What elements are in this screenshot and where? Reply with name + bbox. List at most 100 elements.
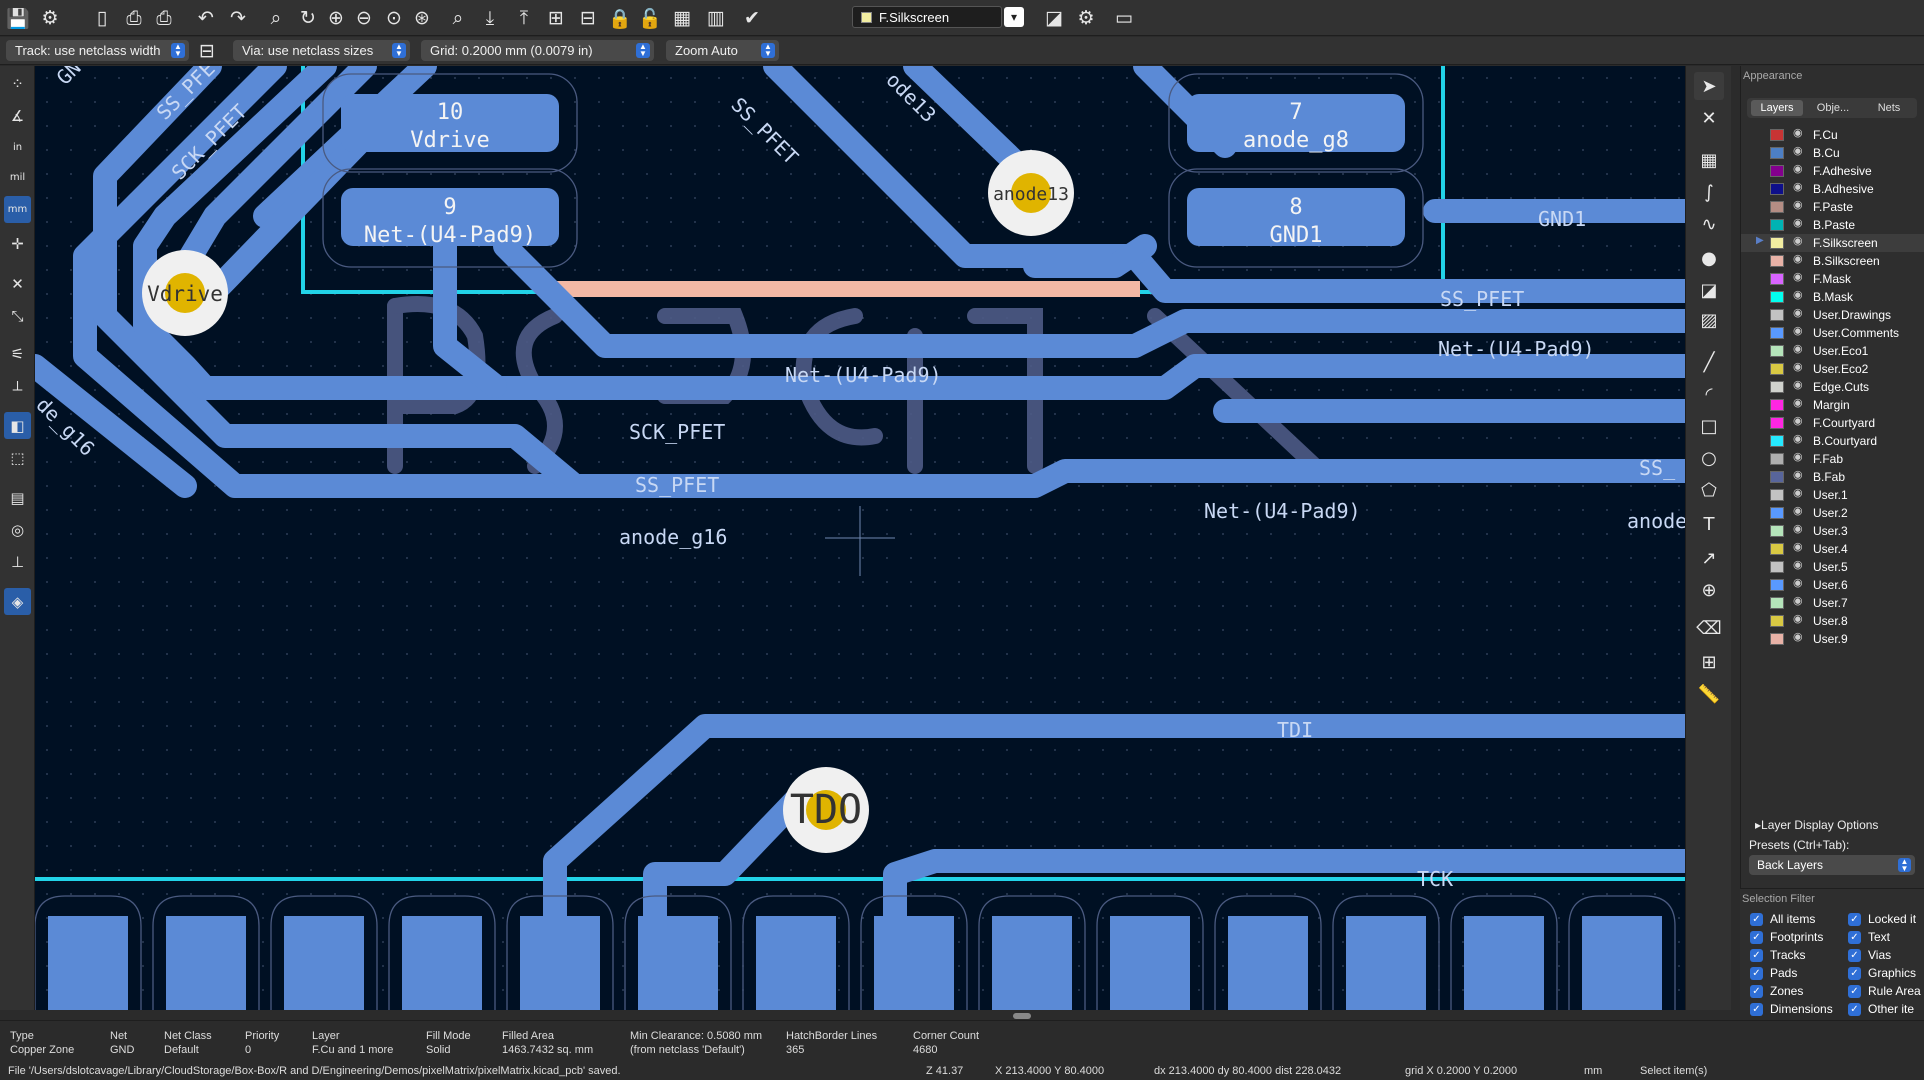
active-layer-select[interactable]: F.Silkscreen	[852, 6, 1002, 28]
delete-tool-icon[interactable]: ⌫	[1696, 617, 1722, 639]
plot-icon[interactable]: ⎙	[156, 7, 172, 29]
via-anode13[interactable]	[988, 150, 1074, 236]
checkbox-checked-icon[interactable]: ✓	[1848, 985, 1861, 998]
checkbox-checked-icon[interactable]: ✓	[1750, 931, 1763, 944]
visibility-eye-icon[interactable]: ◉	[1793, 630, 1803, 643]
presets-select[interactable]: Back Layers ▲▼	[1749, 855, 1915, 875]
track-width-lock-icon[interactable]: ⊟	[199, 40, 215, 62]
visibility-eye-icon[interactable]: ◉	[1793, 270, 1803, 283]
visibility-eye-icon[interactable]: ◉	[1793, 522, 1803, 535]
undo-icon[interactable]: ↶	[198, 7, 214, 29]
visibility-eye-icon[interactable]: ◉	[1793, 360, 1803, 373]
visibility-eye-icon[interactable]: ◉	[1793, 324, 1803, 337]
layer-color-swatch[interactable]	[1770, 147, 1784, 159]
checkbox-checked-icon[interactable]: ✓	[1848, 1003, 1861, 1016]
filter-checkbox[interactable]: ✓Locked it	[1848, 911, 1924, 928]
visibility-eye-icon[interactable]: ◉	[1793, 576, 1803, 589]
save-icon[interactable]: 💾	[6, 7, 30, 30]
layer-color-swatch[interactable]	[1770, 345, 1784, 357]
filter-checkbox[interactable]: ✓Pads	[1750, 965, 1842, 982]
visibility-eye-icon[interactable]: ◉	[1793, 342, 1803, 355]
via-size-select[interactable]: Via: use netclass sizes ▲▼	[233, 40, 410, 61]
layer-row[interactable]: ◉User.2	[1741, 504, 1924, 522]
set-origin-icon[interactable]: ⊞	[1701, 651, 1717, 673]
unlock-icon[interactable]: 🔓	[638, 7, 662, 30]
visibility-eye-icon[interactable]: ◉	[1793, 396, 1803, 409]
pad-outline-icon[interactable]: ▤	[10, 488, 25, 507]
lock-icon[interactable]: 🔒	[608, 7, 632, 30]
layer-color-swatch[interactable]	[1770, 633, 1784, 645]
layer-row[interactable]: ◉B.Paste	[1741, 216, 1924, 234]
via-vdrive[interactable]	[142, 250, 228, 336]
layer-row[interactable]: ◉B.Silkscreen	[1741, 252, 1924, 270]
layer-color-swatch[interactable]	[1770, 615, 1784, 627]
visibility-eye-icon[interactable]: ◉	[1793, 378, 1803, 391]
chevron-down-icon[interactable]: ▾	[1004, 7, 1024, 27]
layer-color-swatch[interactable]	[1770, 489, 1784, 501]
zone-fill-icon[interactable]: ◧	[4, 412, 31, 439]
footprint-editor-icon[interactable]: ▥	[707, 7, 725, 29]
layer-row[interactable]: ◉User.3	[1741, 522, 1924, 540]
visibility-eye-icon[interactable]: ◉	[1793, 234, 1803, 247]
filter-checkbox[interactable]: ✓Other ite	[1848, 1001, 1924, 1018]
visibility-eye-icon[interactable]: ◉	[1793, 126, 1803, 139]
draw-arc-icon[interactable]: ◜	[1705, 383, 1713, 405]
layer-row[interactable]: ◉User.Eco2	[1741, 360, 1924, 378]
layer-color-swatch[interactable]	[1770, 129, 1784, 141]
layer-color-swatch[interactable]	[1770, 507, 1784, 519]
filter-checkbox[interactable]: ✓Zones	[1750, 983, 1842, 1000]
layer-row[interactable]: ◉F.Paste	[1741, 198, 1924, 216]
visibility-eye-icon[interactable]: ◉	[1793, 414, 1803, 427]
rotate-icon[interactable]: ⤒	[519, 7, 529, 29]
zoom-selection-icon[interactable]: ⌕	[452, 7, 464, 29]
horizontal-scrollbar[interactable]	[35, 1010, 1685, 1020]
layer-color-swatch[interactable]	[1770, 453, 1784, 465]
route-track-icon[interactable]: ∫	[1704, 181, 1714, 203]
zoom-select[interactable]: Zoom Auto ▲▼	[666, 40, 779, 61]
visibility-eye-icon[interactable]: ◉	[1793, 450, 1803, 463]
draw-line-icon[interactable]: ╱	[1703, 351, 1715, 373]
visibility-eye-icon[interactable]: ◉	[1793, 432, 1803, 445]
layer-row[interactable]: ◉F.Adhesive	[1741, 162, 1924, 180]
filter-checkbox[interactable]: ✓Rule Area	[1848, 983, 1924, 1000]
polar-coords-icon[interactable]: ∡	[10, 106, 25, 125]
add-text-icon[interactable]: T	[1703, 513, 1715, 535]
scrollbar-thumb[interactable]	[1013, 1013, 1031, 1019]
visibility-eye-icon[interactable]: ◉	[1793, 288, 1803, 301]
layer-color-swatch[interactable]	[1770, 525, 1784, 537]
layer-color-swatch[interactable]	[1770, 471, 1784, 483]
zoom-objects-icon[interactable]: ⊛	[414, 7, 430, 29]
visibility-eye-icon[interactable]: ◉	[1793, 540, 1803, 553]
checkbox-checked-icon[interactable]: ✓	[1750, 949, 1763, 962]
ungroup-icon[interactable]: ⊟	[580, 7, 596, 29]
python-icon[interactable]: ⚙	[1077, 7, 1095, 29]
visibility-eye-icon[interactable]: ◉	[1793, 162, 1803, 175]
layer-color-swatch[interactable]	[1770, 255, 1784, 267]
checkbox-checked-icon[interactable]: ✓	[1848, 949, 1861, 962]
layer-pair-icon[interactable]: ◪	[1045, 7, 1063, 29]
layer-color-swatch[interactable]	[1770, 381, 1784, 393]
visibility-eye-icon[interactable]: ◉	[1793, 306, 1803, 319]
layer-color-swatch[interactable]	[1770, 309, 1784, 321]
layer-color-swatch[interactable]	[1770, 219, 1784, 231]
layer-color-swatch[interactable]	[1770, 363, 1784, 375]
measure-tool-icon[interactable]: 📏	[1697, 683, 1721, 705]
layer-color-swatch[interactable]	[1770, 417, 1784, 429]
print-icon[interactable]: ⎙	[126, 7, 142, 29]
layer-color-swatch[interactable]	[1770, 165, 1784, 177]
layer-row[interactable]: ◉F.Fab	[1741, 450, 1924, 468]
visibility-eye-icon[interactable]: ◉	[1793, 198, 1803, 211]
layer-row[interactable]: ◉User.9	[1741, 630, 1924, 648]
appearance-panel-icon[interactable]: ◈	[4, 588, 31, 615]
visibility-eye-icon[interactable]: ◉	[1793, 558, 1803, 571]
layer-color-swatch[interactable]	[1770, 561, 1784, 573]
layer-color-swatch[interactable]	[1770, 237, 1784, 249]
checkbox-checked-icon[interactable]: ✓	[1750, 967, 1763, 980]
tab-objects[interactable]: Obje...	[1816, 102, 1850, 114]
layer-row[interactable]: ◉User.5	[1741, 558, 1924, 576]
checkbox-checked-icon[interactable]: ✓	[1848, 913, 1861, 926]
local-ratsnest-icon[interactable]: ✕	[1701, 107, 1717, 129]
via-outline-icon[interactable]: ◎	[10, 520, 25, 539]
add-anchor-icon[interactable]: ⊕	[1701, 579, 1717, 601]
filter-checkbox[interactable]: ✓Tracks	[1750, 947, 1842, 964]
